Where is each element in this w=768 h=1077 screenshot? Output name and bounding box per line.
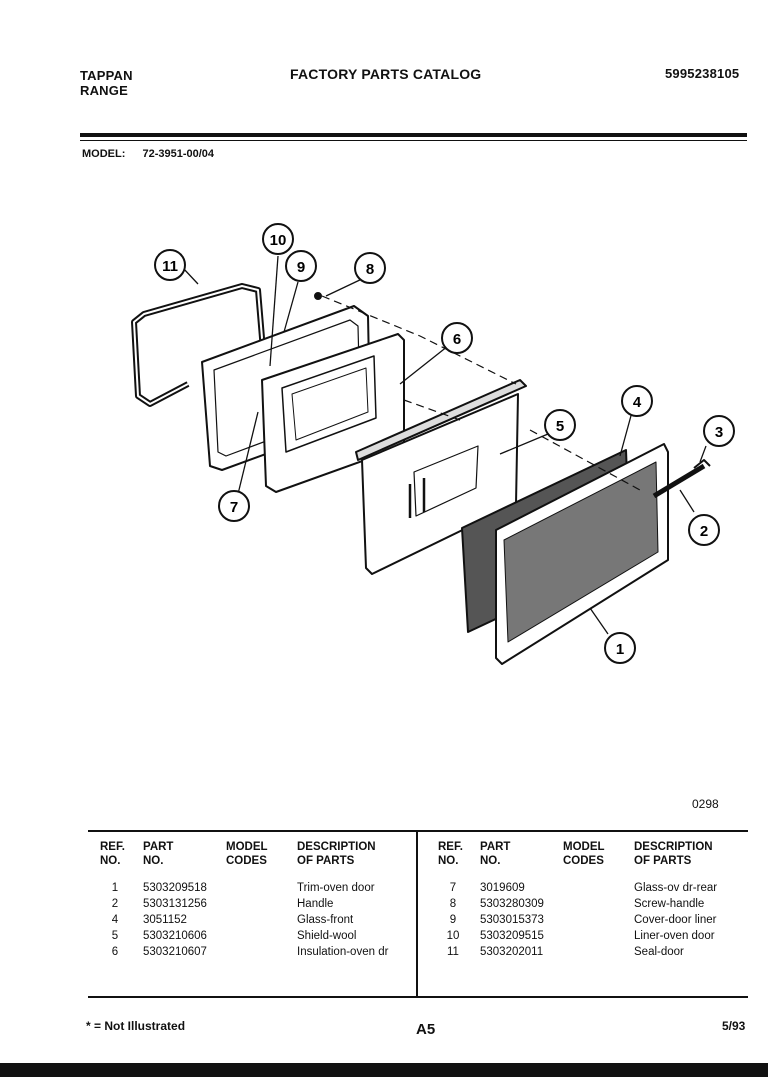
table-bottom-rule — [88, 996, 748, 998]
part-ref: 1 — [111, 882, 119, 894]
scan-edge-band — [0, 1063, 768, 1077]
insulation-drawing — [355, 379, 527, 461]
part-ref: 4 — [111, 914, 119, 926]
header-rule-thick — [80, 133, 747, 137]
part-description: Shield-wool — [297, 930, 357, 942]
callout-8: 8 — [354, 252, 386, 284]
table-top-rule — [88, 830, 748, 832]
part-description: Seal-door — [634, 946, 684, 958]
catalog-number: 5995238105 — [665, 66, 740, 81]
screw-drawing — [314, 292, 322, 300]
part-number: 5303131256 — [143, 898, 207, 910]
part-ref: 10 — [446, 930, 460, 942]
svg-text:7: 7 — [230, 499, 238, 516]
callout-7: 7 — [218, 490, 250, 522]
part-number: 3051152 — [143, 914, 187, 926]
part-number: 5303015373 — [480, 914, 544, 926]
callout-3: 3 — [703, 415, 735, 447]
svg-text:5: 5 — [556, 418, 564, 435]
brand-name: TAPPAN RANGE — [80, 68, 133, 98]
revision-date: 5/93 — [722, 1019, 746, 1033]
brand-line-1: TAPPAN — [80, 68, 133, 83]
callout-11: 11 — [154, 249, 186, 281]
part-description: Handle — [297, 898, 334, 910]
part-number: 5303209515 — [480, 930, 544, 942]
callout-10: 10 — [262, 223, 294, 255]
svg-text:8: 8 — [366, 261, 374, 278]
svg-text:1: 1 — [616, 641, 624, 658]
svg-text:10: 10 — [270, 232, 287, 249]
diagram-code: 0298 — [692, 797, 719, 811]
header-ref: REF.NO. — [438, 841, 463, 867]
part-ref: 5 — [111, 930, 119, 942]
part-description: Glass-front — [297, 914, 354, 926]
svg-text:9: 9 — [297, 259, 305, 276]
part-description: Trim-oven door — [297, 882, 375, 894]
header-rule-thin — [80, 140, 747, 141]
handle-drawing — [652, 463, 706, 499]
svg-text:11: 11 — [162, 258, 178, 275]
part-number: 3019609 — [480, 882, 525, 894]
part-number: 5303202011 — [480, 946, 544, 958]
part-description: Glass-ov dr-rear — [634, 882, 718, 894]
svg-text:6: 6 — [453, 331, 461, 348]
part-ref: 11 — [447, 946, 459, 958]
svg-text:4: 4 — [633, 394, 642, 411]
part-description: Liner-oven door — [634, 930, 715, 942]
part-number: 5303210606 — [143, 930, 207, 942]
svg-text:2: 2 — [700, 523, 708, 540]
part-number: 5303280309 — [480, 898, 544, 910]
callout-6: 6 — [441, 322, 473, 354]
callout-2: 2 — [688, 514, 720, 546]
part-ref: 9 — [449, 914, 457, 926]
callout-9: 9 — [285, 250, 317, 282]
page-number: A5 — [416, 1021, 436, 1038]
callout-5: 5 — [544, 409, 576, 441]
callout-1: 1 — [604, 632, 636, 664]
callout-4: 4 — [621, 385, 653, 417]
model-value: 72-3951-00/04 — [142, 148, 215, 160]
part-ref: 2 — [111, 898, 119, 910]
model-line: MODEL: 72-3951-00/04 — [82, 148, 214, 160]
header-ref: REF.NO. — [100, 841, 125, 867]
part-description: Insulation-oven dr — [297, 946, 389, 958]
model-label: MODEL: — [82, 148, 126, 160]
exploded-parts-diagram: 11 10 9 8 6 5 4 3 2 1 7 — [131, 223, 735, 665]
part-ref: 8 — [449, 898, 457, 910]
part-description: Cover-door liner — [634, 914, 717, 926]
svg-text:3: 3 — [715, 424, 723, 441]
brand-line-2: RANGE — [80, 83, 128, 98]
part-ref: 7 — [449, 882, 457, 894]
shield-wool-drawing — [361, 393, 519, 575]
part-number: 5303209518 — [143, 882, 207, 894]
catalog-title: FACTORY PARTS CATALOG — [290, 66, 482, 82]
table-divider — [416, 830, 418, 998]
part-number: 5303210607 — [143, 946, 207, 958]
part-ref: 6 — [111, 946, 119, 958]
part-description: Screw-handle — [634, 898, 705, 910]
not-illustrated-note: * = Not Illustrated — [86, 1019, 186, 1033]
